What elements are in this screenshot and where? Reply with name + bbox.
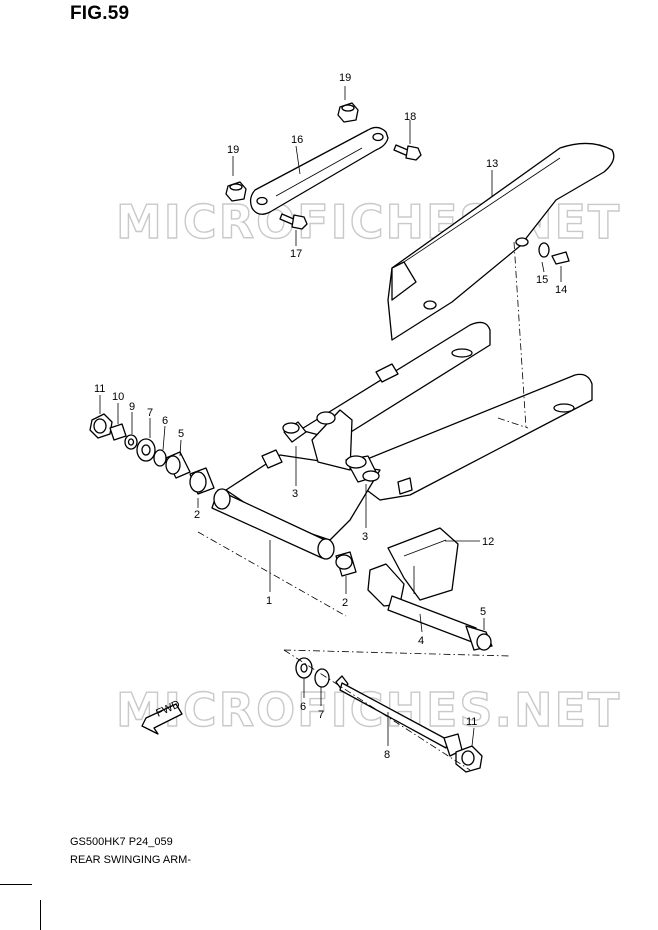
watermark-bottom: MICROFICHES.NET [116, 683, 621, 737]
callout-13: 13 [486, 158, 498, 170]
washer-6-left [153, 449, 167, 467]
nut-11-left [89, 413, 113, 439]
callout-18: 18 [404, 111, 416, 123]
washer-7-right [314, 668, 330, 688]
callout-1: 1 [266, 595, 272, 607]
callout-5-left: 5 [178, 428, 184, 440]
washer-10 [109, 423, 127, 441]
washer-7-left [136, 438, 156, 462]
bushing-5-left [165, 451, 191, 479]
washer-6-right [295, 657, 313, 679]
callout-6-right: 6 [300, 701, 306, 713]
leader-lines [99, 86, 562, 771]
callout-5-right: 5 [480, 606, 486, 618]
spacer-3-lower [345, 455, 380, 483]
bushing-2-left [189, 467, 215, 495]
callout-8: 8 [384, 749, 390, 761]
callout-7-right: 7 [318, 709, 324, 721]
callout-19-left: 19 [227, 144, 239, 156]
callout-2-right: 2 [342, 597, 348, 609]
callout-17: 17 [290, 248, 302, 260]
pivot-bolt [335, 675, 463, 757]
swingarm [211, 321, 593, 560]
margin-vline [40, 900, 41, 930]
nut-19-left [225, 181, 247, 202]
diagram-caption: REAR SWINGING ARM- [70, 854, 192, 866]
bolt-17 [279, 213, 308, 230]
margin-mark [0, 884, 32, 885]
nut-11-right [455, 745, 483, 773]
nut-19-top [337, 102, 359, 123]
callout-15: 15 [536, 274, 548, 286]
bushing-2-right [335, 551, 357, 577]
diagram-code: GS500HK7 P24_059 [70, 836, 173, 848]
callout-12: 12 [482, 536, 494, 548]
callout-16: 16 [291, 134, 303, 146]
pivot-shaft [367, 563, 493, 651]
callouts: 19 18 16 19 17 13 15 14 11 10 9 7 6 5 3 … [94, 72, 567, 761]
spacer-3-upper [282, 421, 307, 443]
washer-9 [124, 434, 138, 450]
figure-title: FIG.59 [70, 3, 130, 24]
callout-11-left: 11 [94, 383, 105, 395]
torque-link [249, 126, 389, 215]
chain-case [387, 142, 615, 341]
callout-2-left: 2 [194, 509, 200, 521]
bolt-14 [551, 251, 570, 265]
callout-3-lower: 3 [362, 531, 368, 543]
washer-15 [538, 242, 550, 258]
callout-4: 4 [418, 635, 424, 647]
callout-3-upper: 3 [292, 488, 298, 500]
callout-19-top: 19 [339, 72, 351, 84]
callout-6-left: 6 [162, 415, 168, 427]
chain-buffer [387, 527, 459, 601]
bolt-18 [393, 144, 422, 161]
callout-14: 14 [555, 284, 567, 296]
callout-10: 10 [112, 391, 124, 403]
callout-7-left: 7 [147, 407, 153, 419]
callout-11-right: 11 [466, 716, 477, 728]
callout-9: 9 [129, 401, 135, 413]
